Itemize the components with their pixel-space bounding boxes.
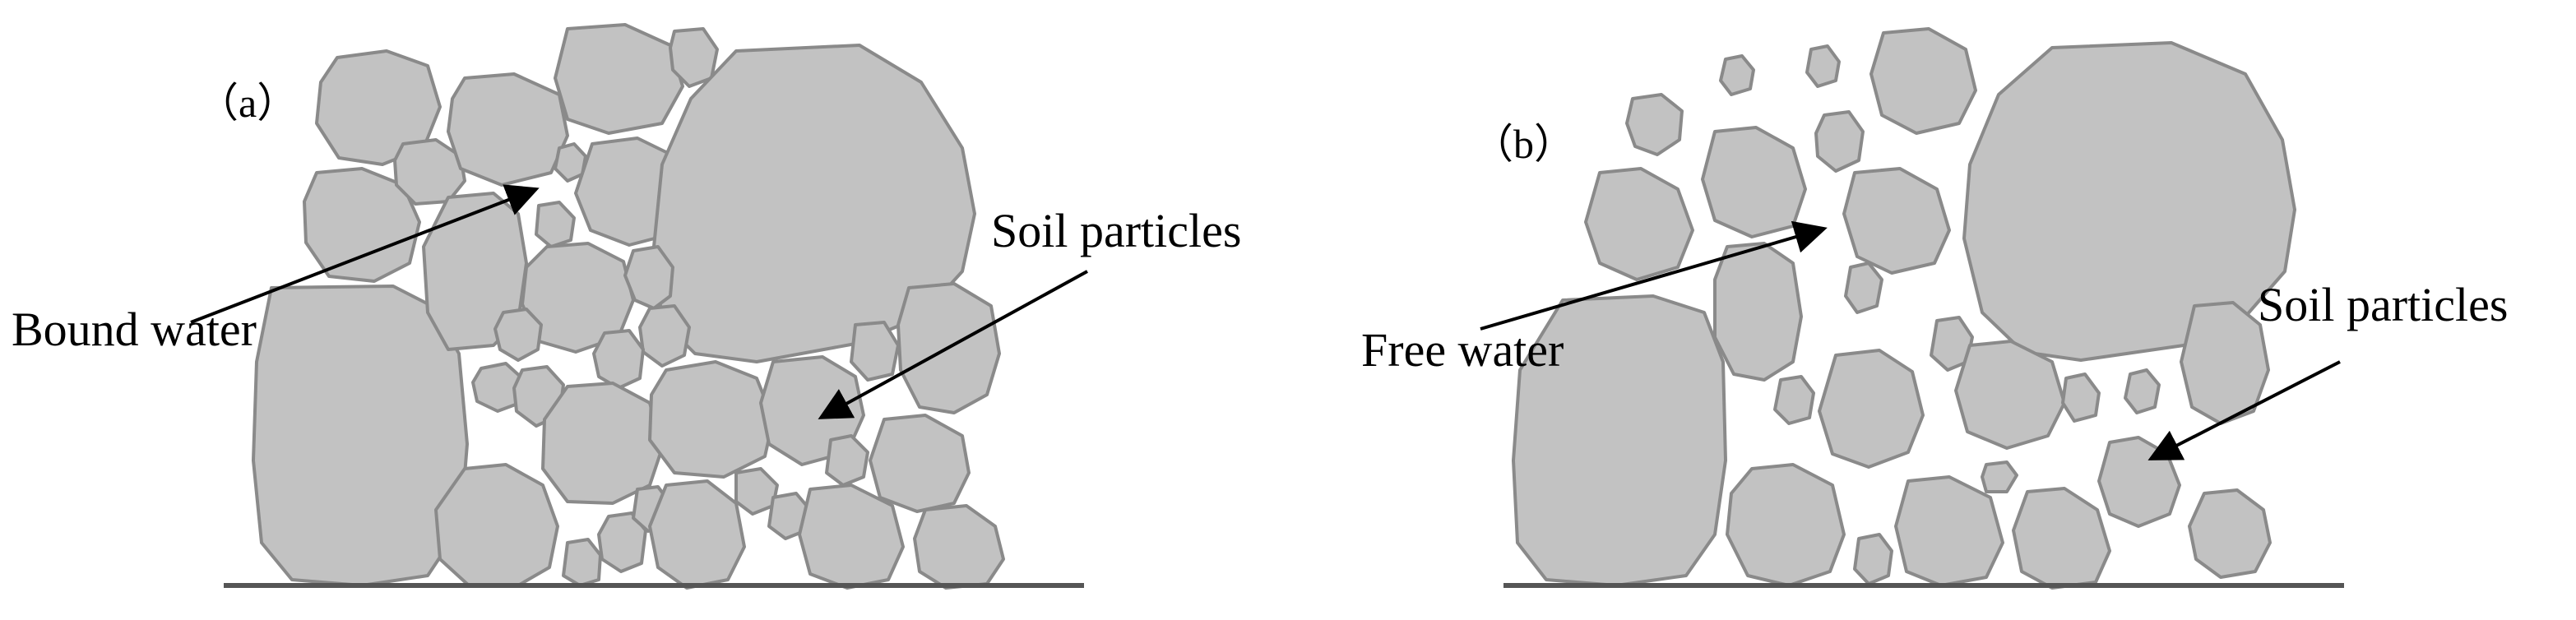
soil-particle	[1818, 349, 1925, 469]
soil-particle	[825, 434, 869, 487]
soil-particle	[648, 360, 775, 479]
soil-particle	[562, 538, 602, 587]
soil-particle	[1869, 27, 1977, 135]
soil-particle	[2124, 368, 2161, 414]
soil-particle	[434, 463, 559, 587]
free-water-arrow	[1480, 220, 1828, 331]
soil-particle	[541, 382, 664, 505]
bound-water-label: Bound water	[12, 303, 257, 356]
soil-particle	[471, 362, 524, 413]
panel-label-b: （b）	[1472, 121, 1575, 167]
soil-particle	[2188, 488, 2272, 579]
soil-particles-label-b: Soil particles	[2258, 278, 2508, 331]
soil-particle	[493, 308, 543, 362]
soil-particle	[913, 504, 1005, 590]
soil-particle	[554, 23, 684, 135]
soil-particle	[869, 414, 971, 513]
soil-particle	[1773, 375, 1815, 425]
soil-particle	[535, 201, 576, 248]
soil-particle	[303, 167, 421, 283]
soil-particle	[1981, 460, 2018, 493]
soil-particle	[1701, 126, 1807, 238]
soil-particle	[1625, 93, 1684, 156]
soil-particle	[2061, 372, 2101, 423]
soil-particle	[1894, 475, 2004, 587]
free-water-label: Free water	[1361, 323, 1564, 377]
panel-a-particles	[252, 23, 1005, 590]
soil-particles-label-a: Soil particles	[991, 204, 1241, 257]
soil-particle	[1842, 167, 1951, 275]
soil-particle	[623, 245, 674, 310]
soil-particle	[798, 484, 905, 590]
soil-particle	[1814, 110, 1865, 173]
soil-particle	[592, 329, 645, 390]
panel-a: （a） Bound water Soil particles	[12, 23, 1241, 590]
soil-particle	[1719, 54, 1755, 96]
panel-label-a: （a）	[197, 80, 298, 126]
panel-b-particles	[1512, 27, 2296, 590]
soil-particle	[1954, 340, 2066, 450]
soil-particles-arrow-a	[818, 270, 1088, 419]
soil-particle	[1512, 294, 1727, 587]
soil-particle	[1805, 44, 1841, 88]
soil-particle	[2180, 301, 2270, 425]
soil-particle	[1726, 463, 1846, 587]
soil-particle	[252, 285, 469, 587]
soil-particle	[648, 479, 746, 590]
soil-particle	[1853, 533, 1893, 585]
soil-particle	[669, 27, 719, 88]
soil-particle	[447, 72, 569, 187]
soil-particle	[850, 321, 900, 382]
soil-particle	[1713, 242, 1803, 382]
soil-particle	[638, 304, 691, 368]
soil-particle	[1844, 261, 1883, 314]
soil-particles-arrow-b	[2147, 360, 2341, 460]
soil-particle	[2012, 487, 2111, 590]
panel-b: （b） Free water Soil particles	[1361, 27, 2508, 590]
bound-water-arrow	[190, 184, 540, 324]
soil-particle	[1584, 167, 1694, 281]
